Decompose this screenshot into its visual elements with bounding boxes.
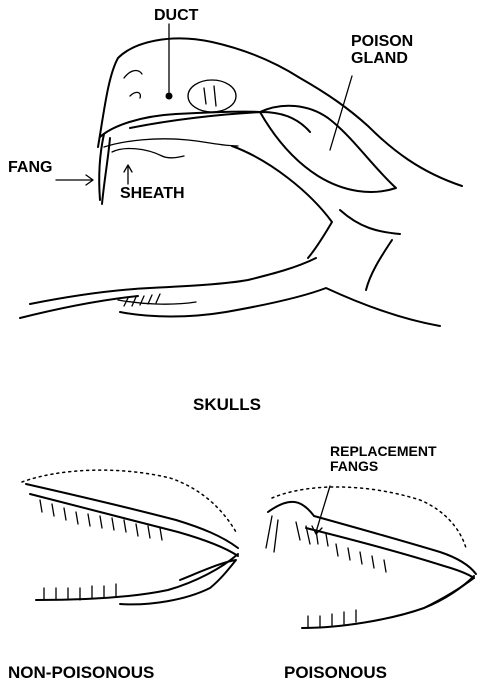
label-replacement-fangs-line2: FANGS bbox=[330, 459, 437, 474]
lower-jaw bbox=[30, 258, 316, 304]
label-poison-gland-line2: GLAND bbox=[351, 51, 413, 68]
eye-pupil bbox=[204, 86, 216, 106]
neck-back bbox=[340, 210, 400, 290]
poisonous-skull bbox=[266, 486, 476, 628]
label-replacement-fangs-line1: REPLACEMENT bbox=[330, 444, 437, 459]
label-non-poisonous: NON-POISONOUS bbox=[8, 664, 154, 682]
duct-marker bbox=[166, 93, 173, 100]
sheath bbox=[112, 149, 184, 158]
label-poison-gland: POISON GLAND bbox=[351, 34, 413, 68]
label-skulls: SKULLS bbox=[193, 396, 261, 414]
label-poisonous: POISONOUS bbox=[284, 664, 387, 682]
sheath-pointer bbox=[124, 165, 132, 184]
snout-detail bbox=[124, 71, 142, 98]
throat-line bbox=[232, 146, 332, 258]
eye bbox=[188, 80, 236, 112]
label-replacement-fangs: REPLACEMENT FANGS bbox=[330, 444, 437, 473]
poison-gland bbox=[260, 106, 396, 192]
label-sheath: SHEATH bbox=[120, 186, 185, 203]
fang-pointer bbox=[56, 175, 93, 185]
jaw-bottom bbox=[120, 288, 440, 326]
label-duct: DUCT bbox=[154, 8, 198, 25]
label-fang: FANG bbox=[8, 160, 52, 177]
non-poisonous-skull bbox=[22, 470, 238, 604]
poison-gland-pointer bbox=[330, 76, 352, 150]
fang bbox=[99, 134, 110, 204]
upper-jaw-edge bbox=[100, 112, 260, 137]
label-poison-gland-line1: POISON bbox=[351, 34, 413, 51]
inner-gum-line bbox=[104, 139, 238, 147]
lower-jaw-inner bbox=[20, 296, 138, 318]
